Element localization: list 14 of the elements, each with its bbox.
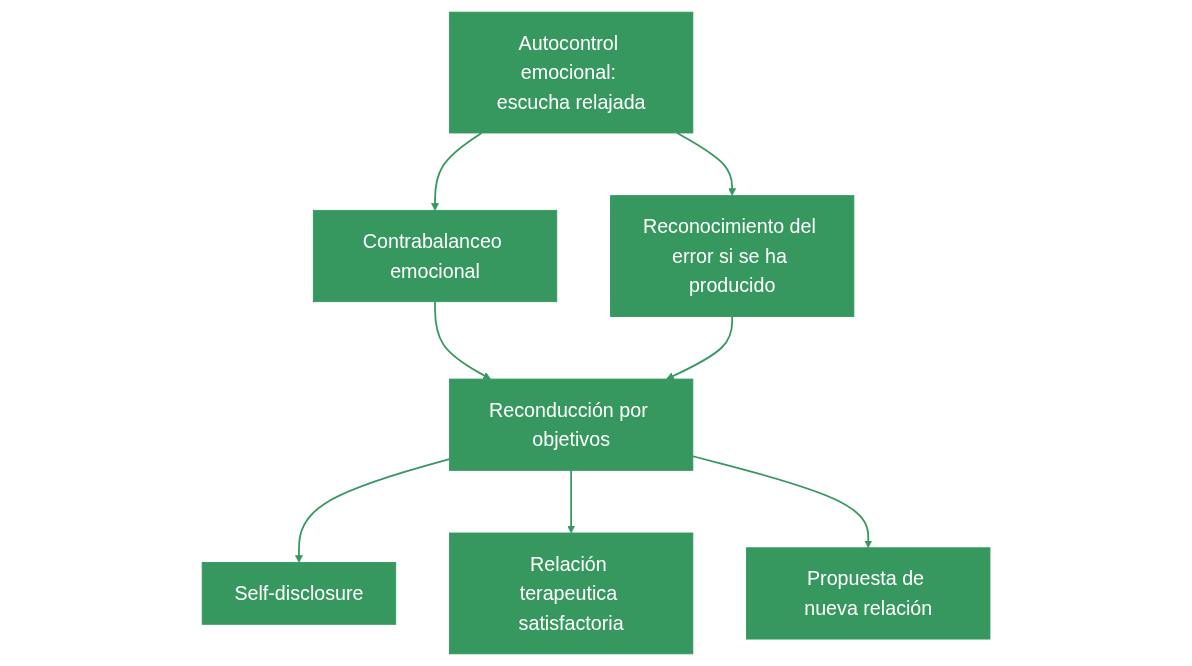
node-box: Reconducción por objetivos [448,378,694,471]
arrow [431,132,483,211]
arrow [567,469,575,534]
arrow [676,132,737,196]
arrow [434,300,491,380]
arrow [294,458,451,563]
node-box: Self-disclosure [201,562,397,625]
node-box: Autocontrol emocional: escucha relajada [448,11,694,134]
arrow [691,455,873,549]
node-box: Contrabalanceo emocional [312,209,558,303]
node-box: Reconocimiento del error si se ha producido [609,195,855,317]
arrow [666,315,733,380]
node-box: Relación terapeutica satisfactoria [448,532,694,655]
node-box: Propuesta de nueva relación [746,547,991,640]
